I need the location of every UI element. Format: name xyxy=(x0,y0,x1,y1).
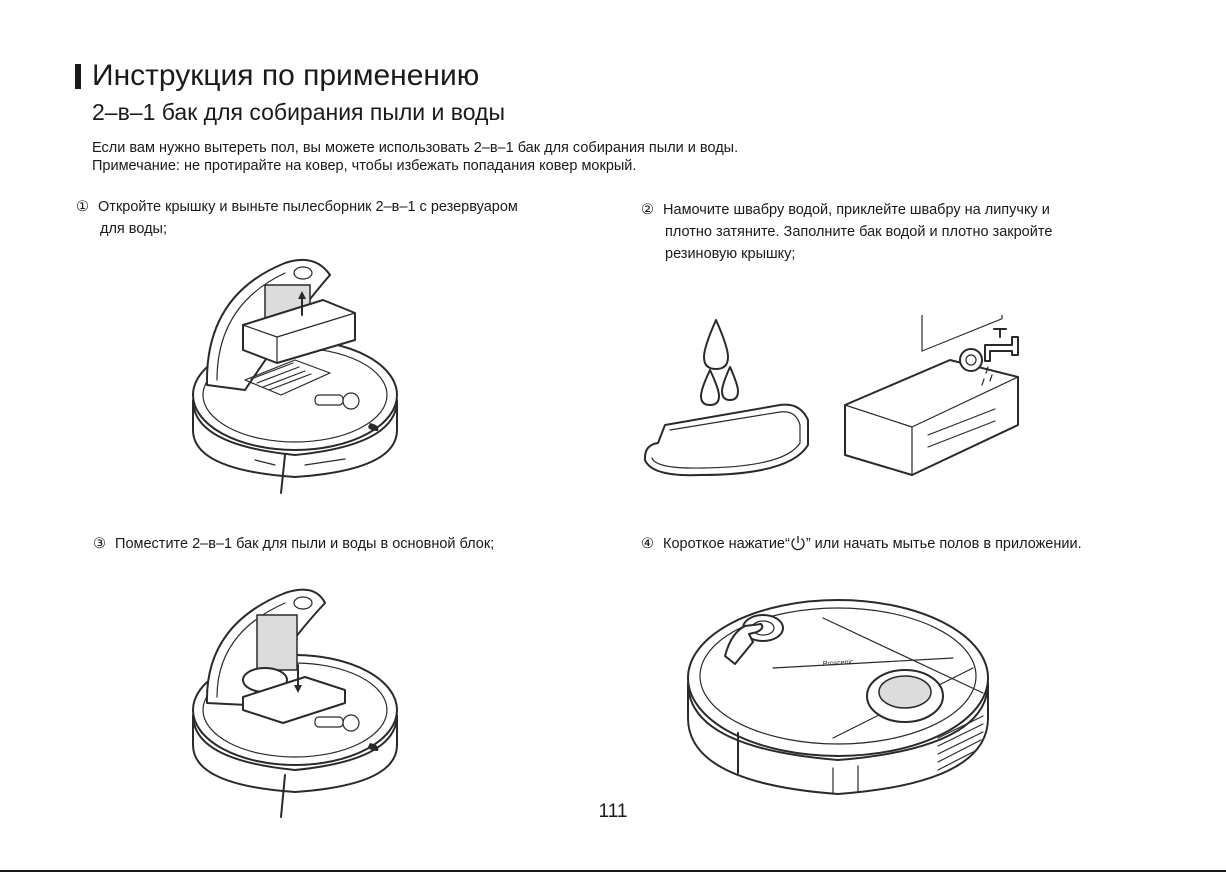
step-4-text-after: ” или начать мытье полов в приложении. xyxy=(806,536,1082,552)
step-4-text-before: Короткое нажатие“ xyxy=(663,536,790,552)
intro-text: Если вам нужно вытереть пол, вы можете и… xyxy=(92,139,738,175)
step-2: ② Намочите швабру водой, приклейте швабр… xyxy=(641,199,1161,265)
intro-line-2: Примечание: не протирайте на ковер, чтоб… xyxy=(92,157,738,175)
step-1-line-2: для воды; xyxy=(76,218,616,240)
step-1-line-1: Откройте крышку и выньте пылесборник 2–в… xyxy=(98,199,518,215)
step-3-line-1: Поместите 2–в–1 бак для пыли и воды в ос… xyxy=(115,536,494,552)
step-2-line-2: плотно затяните. Заполните бак водой и п… xyxy=(641,221,1161,243)
illustration-insert-tank xyxy=(185,585,410,820)
title-accent-bar xyxy=(75,64,81,89)
step-4: ④ Короткое нажатие“ ” или начать мытье по… xyxy=(641,533,1201,555)
step-2-line-3: резиновую крышку; xyxy=(641,243,1161,265)
power-icon xyxy=(790,535,806,551)
illustration-remove-tank xyxy=(185,255,410,495)
step-3-number: ③ xyxy=(93,533,111,555)
illustration-press-power: Proscenic xyxy=(683,598,993,798)
bottom-rule xyxy=(0,870,1226,872)
step-1: ① Откройте крышку и выньте пылесборник 2… xyxy=(76,196,616,240)
step-2-line-1: Намочите швабру водой, приклейте швабру … xyxy=(663,202,1050,218)
page-title: Инструкция по применению xyxy=(92,56,479,96)
step-2-number: ② xyxy=(641,199,659,221)
step-4-number: ④ xyxy=(641,533,659,555)
page-number: 111 xyxy=(0,800,1226,824)
illustration-prepare-mop xyxy=(640,315,1040,490)
step-1-number: ① xyxy=(76,196,94,218)
step-3: ③ Поместите 2–в–1 бак для пыли и воды в … xyxy=(93,533,613,555)
section-subtitle: 2–в–1 бак для собирания пыли и воды xyxy=(92,97,505,127)
intro-line-1: Если вам нужно вытереть пол, вы можете и… xyxy=(92,139,738,157)
